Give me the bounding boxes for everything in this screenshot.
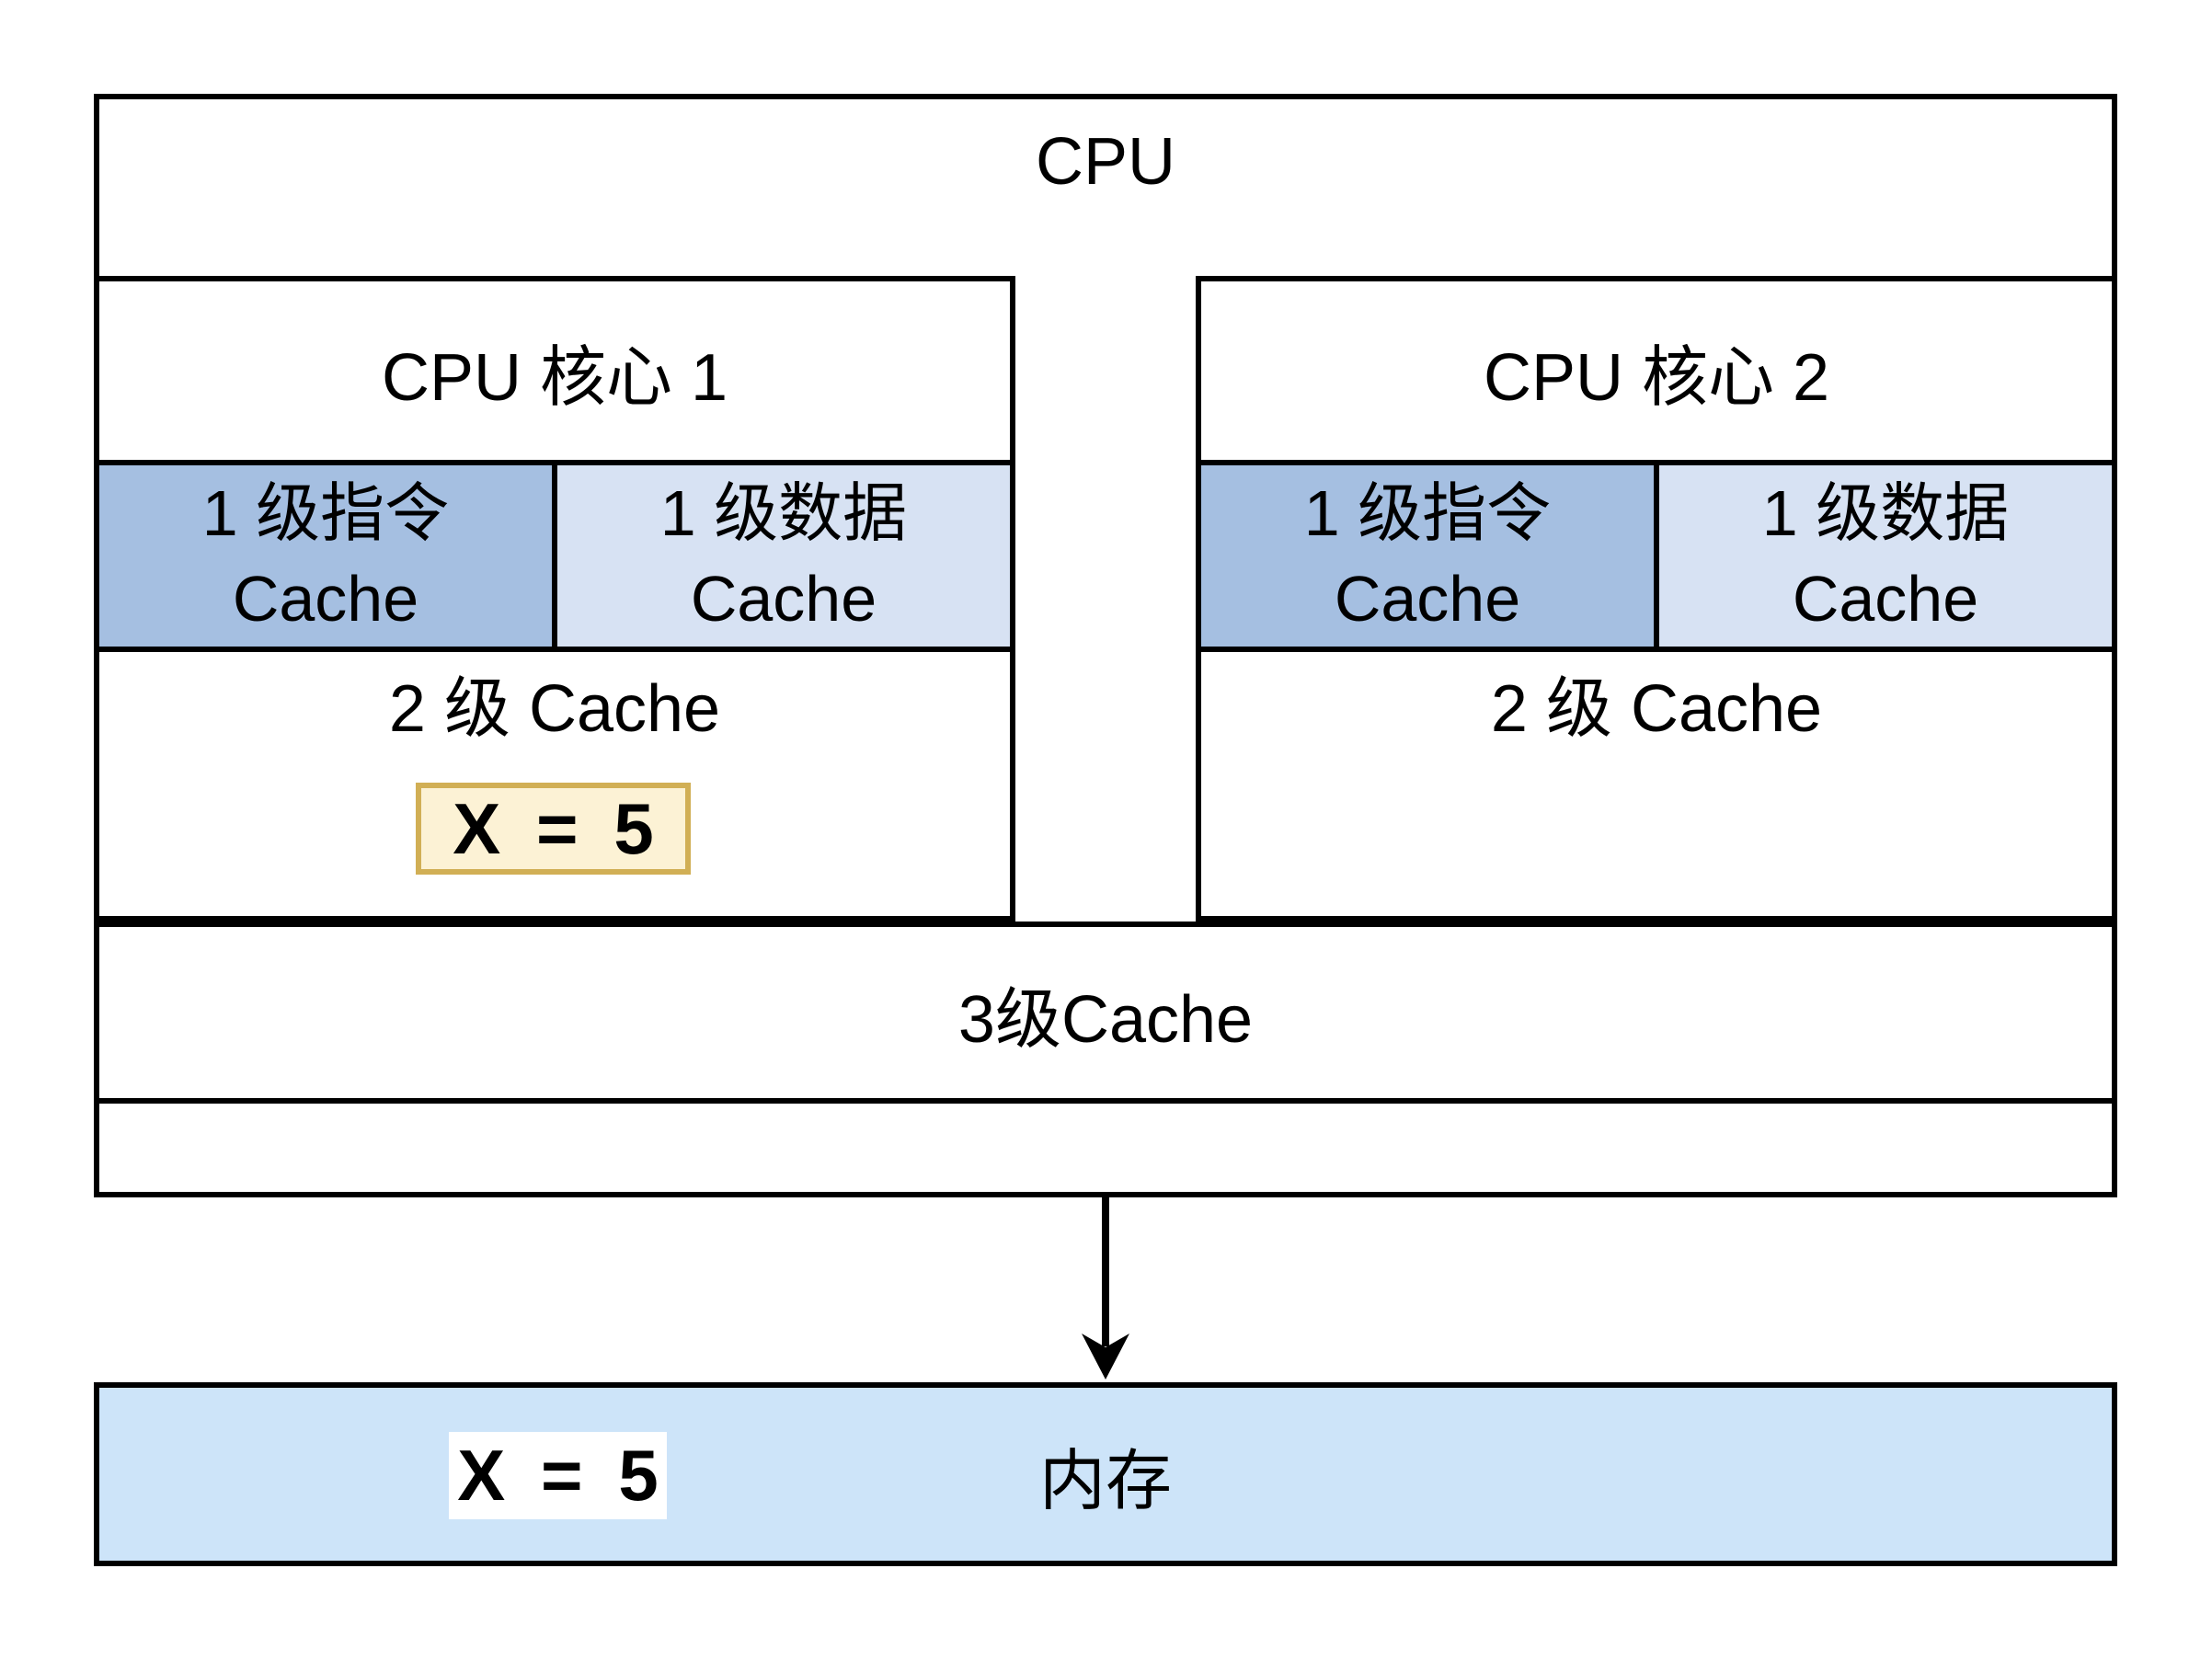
l3-cache-band: 3级Cache xyxy=(94,922,2117,1104)
core-1-l1-instruction-cache: 1 级指令 Cache xyxy=(99,465,557,647)
l3-cache-label: 3级Cache xyxy=(957,982,1254,1057)
memory-box: 内存 X = 5 xyxy=(94,1382,2117,1566)
memory-value-box: X = 5 xyxy=(449,1432,667,1519)
cpu-core-2-box: CPU 核心 2 1 级指令 Cache 1 级数据 Cache 2 级 Cac… xyxy=(1196,276,2117,922)
core-2-l2-cache-area: 2 级 Cache xyxy=(1201,652,2112,916)
core-1-title: CPU 核心 1 xyxy=(99,281,1010,465)
cpu-title: CPU xyxy=(1035,125,1175,199)
down-arrow-icon xyxy=(1082,1196,1129,1380)
cpu-core-1-box: CPU 核心 1 1 级指令 Cache 1 级数据 Cache 2 级 Cac… xyxy=(94,276,1015,922)
core-1-l1-data-cache: 1 级数据 Cache xyxy=(557,465,1010,647)
core-2-l1-instruction-cache: 1 级指令 Cache xyxy=(1201,465,1659,647)
memory-label: 内存 xyxy=(1038,1444,1172,1518)
core-1-l1-row: 1 级指令 Cache 1 级数据 Cache xyxy=(99,465,1010,652)
core-1-l2-label: 2 级 Cache xyxy=(388,672,721,746)
core-1-cached-value-box: X = 5 xyxy=(416,783,691,875)
core-1-l2-cache-area: 2 级 Cache xyxy=(99,652,1010,916)
core-2-title: CPU 核心 2 xyxy=(1201,281,2112,465)
core-2-l2-label: 2 级 Cache xyxy=(1490,672,1823,746)
core-2-l1-data-cache: 1 级数据 Cache xyxy=(1659,465,2112,647)
core-2-l1-row: 1 级指令 Cache 1 级数据 Cache xyxy=(1201,465,2112,652)
